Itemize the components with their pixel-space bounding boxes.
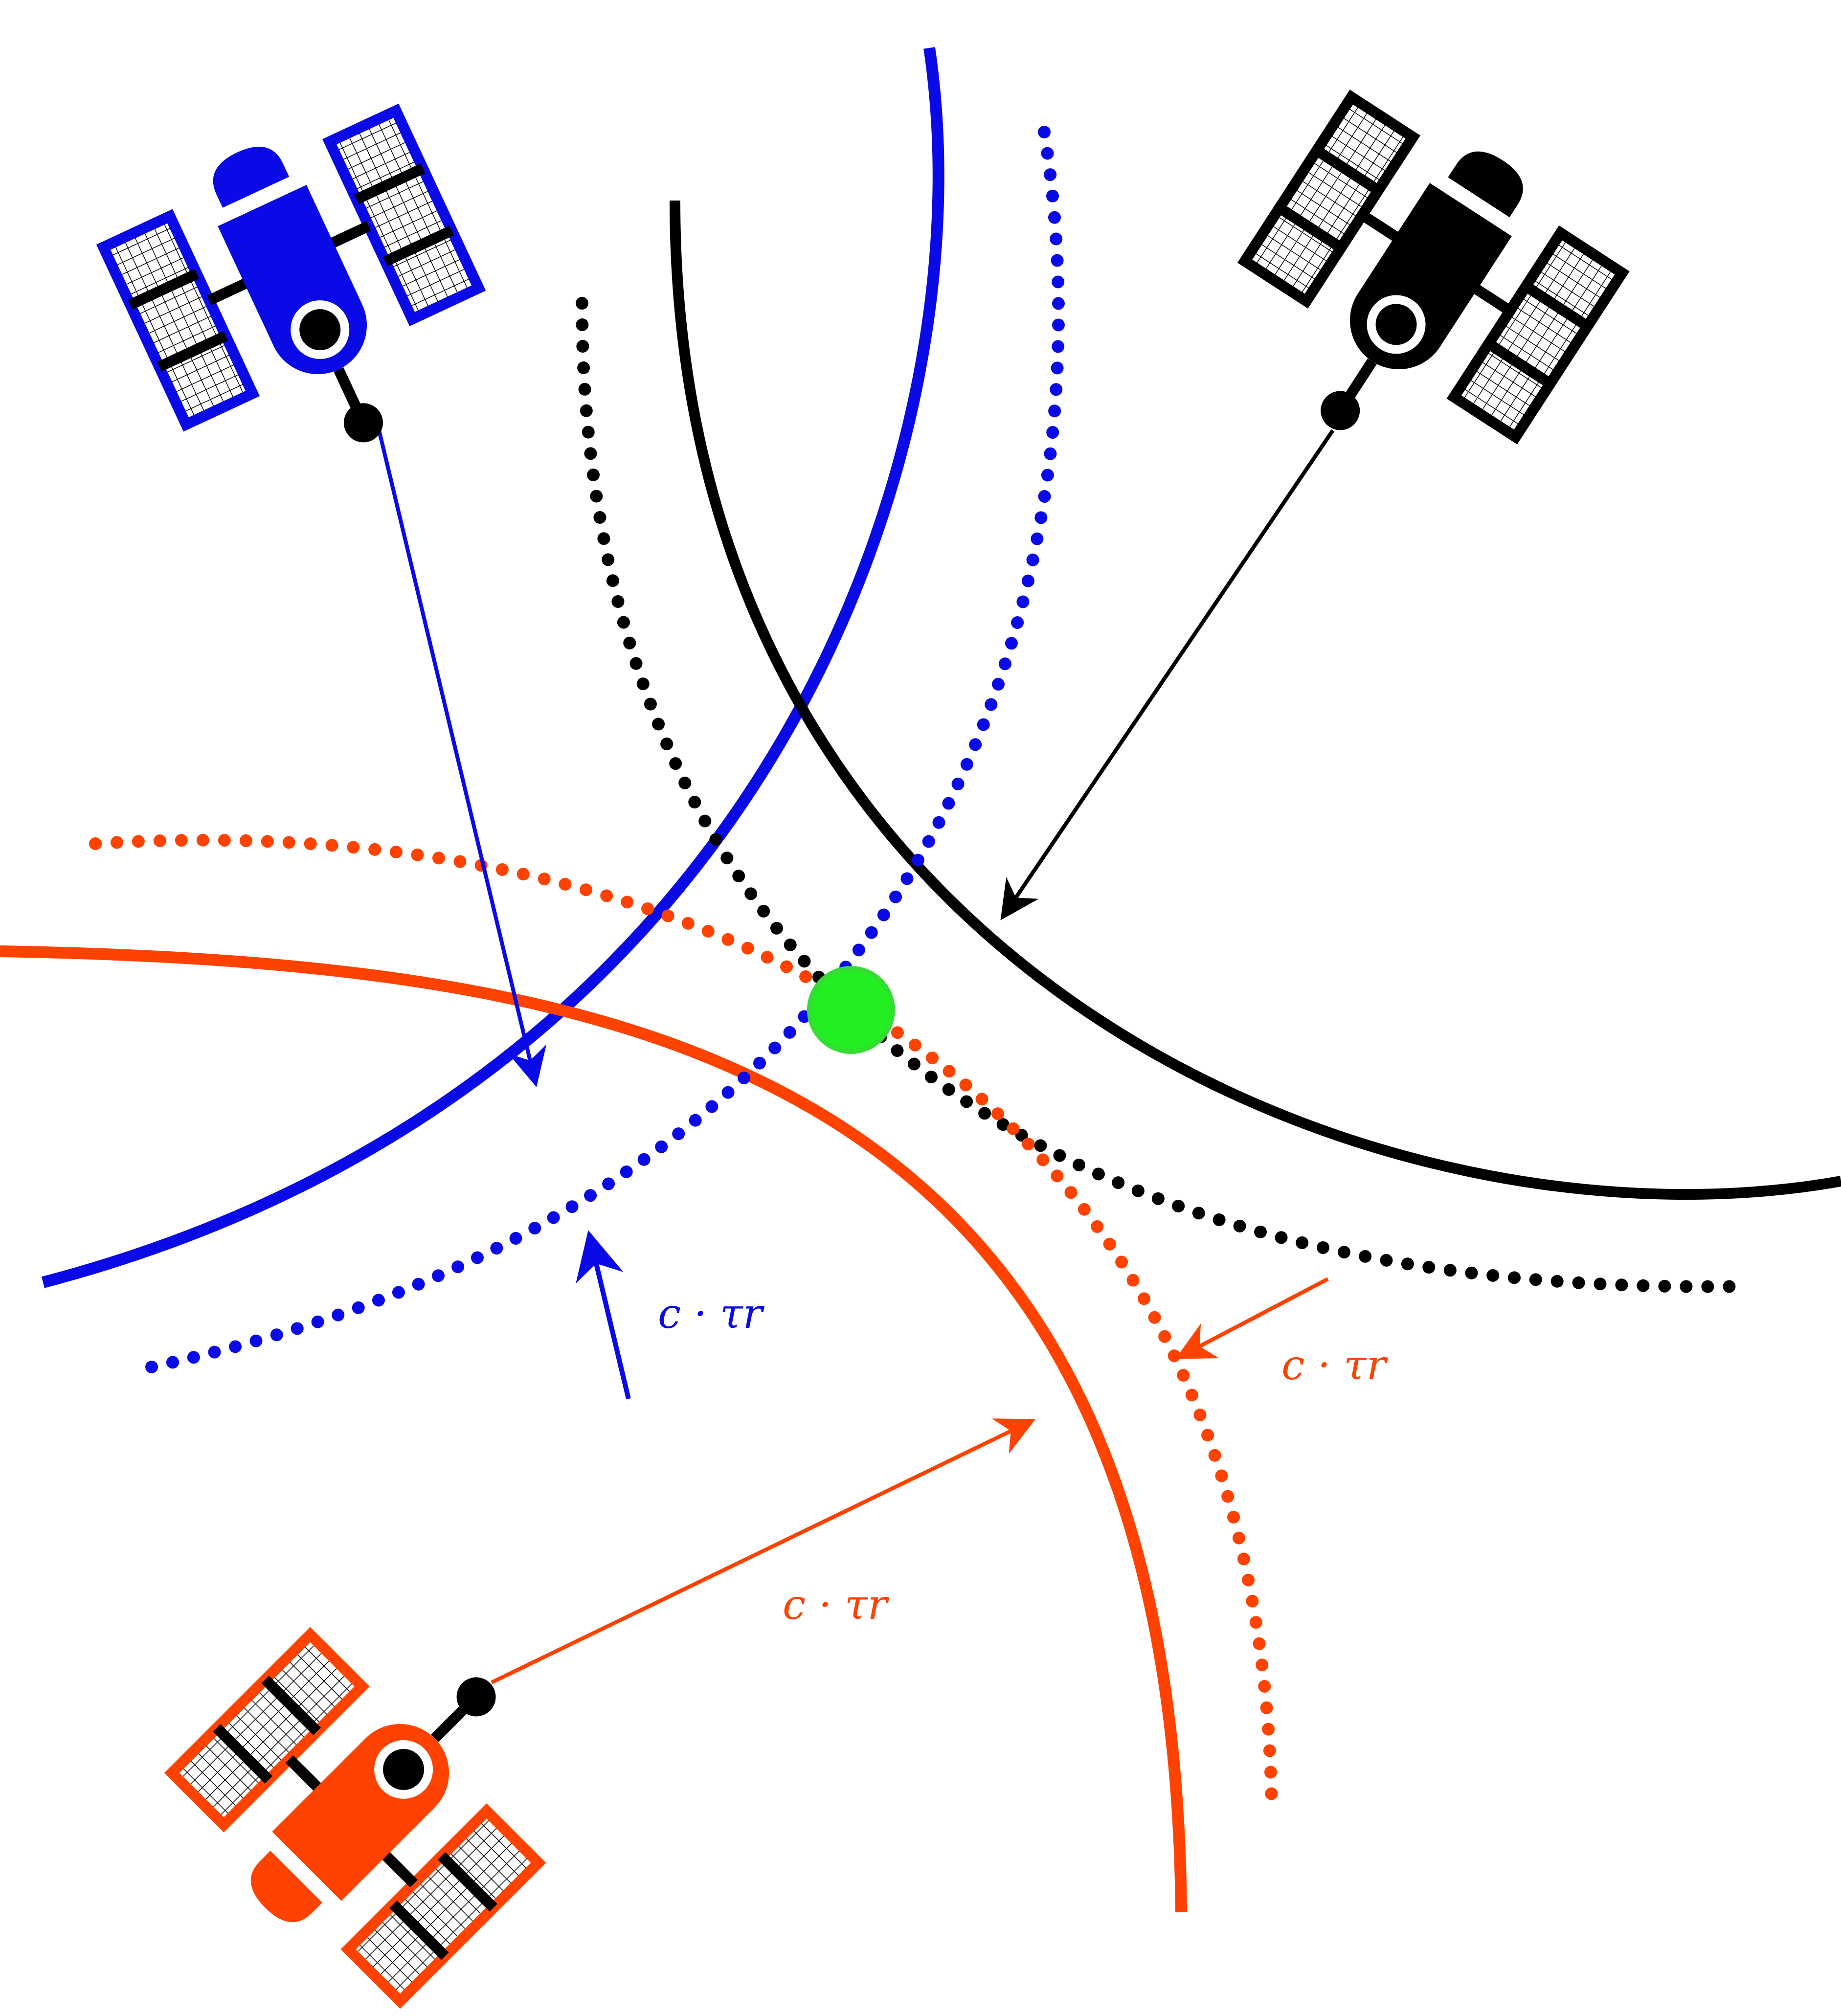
black-range-arc (670, 200, 1841, 1200)
blue-range-arc (41, 47, 944, 1288)
position-fix-marker (807, 966, 895, 1054)
orange-range-arc-dotted (89, 833, 1278, 1816)
satellite-icon (91, 84, 518, 509)
orange-range-label: c · τr (783, 1581, 890, 1629)
black-range-vector (1000, 429, 1335, 920)
satellite-icon (1194, 72, 1639, 515)
blue-range-error-label: c · τr (658, 1290, 765, 1338)
blue-range-vector (377, 430, 547, 1087)
orange-clock-error-arrow (1175, 1277, 1329, 1359)
black-range-arc-dotted (576, 297, 1752, 1293)
orange-range-vector (491, 1418, 1036, 1684)
satellite-icon (151, 1569, 604, 2016)
orange-range-arc (0, 945, 1187, 1913)
blue-clock-error-arrow (576, 1230, 631, 1400)
orange-range-error-label: c · τr (1281, 1341, 1389, 1389)
blue-range-arc-dotted (145, 126, 1065, 1373)
